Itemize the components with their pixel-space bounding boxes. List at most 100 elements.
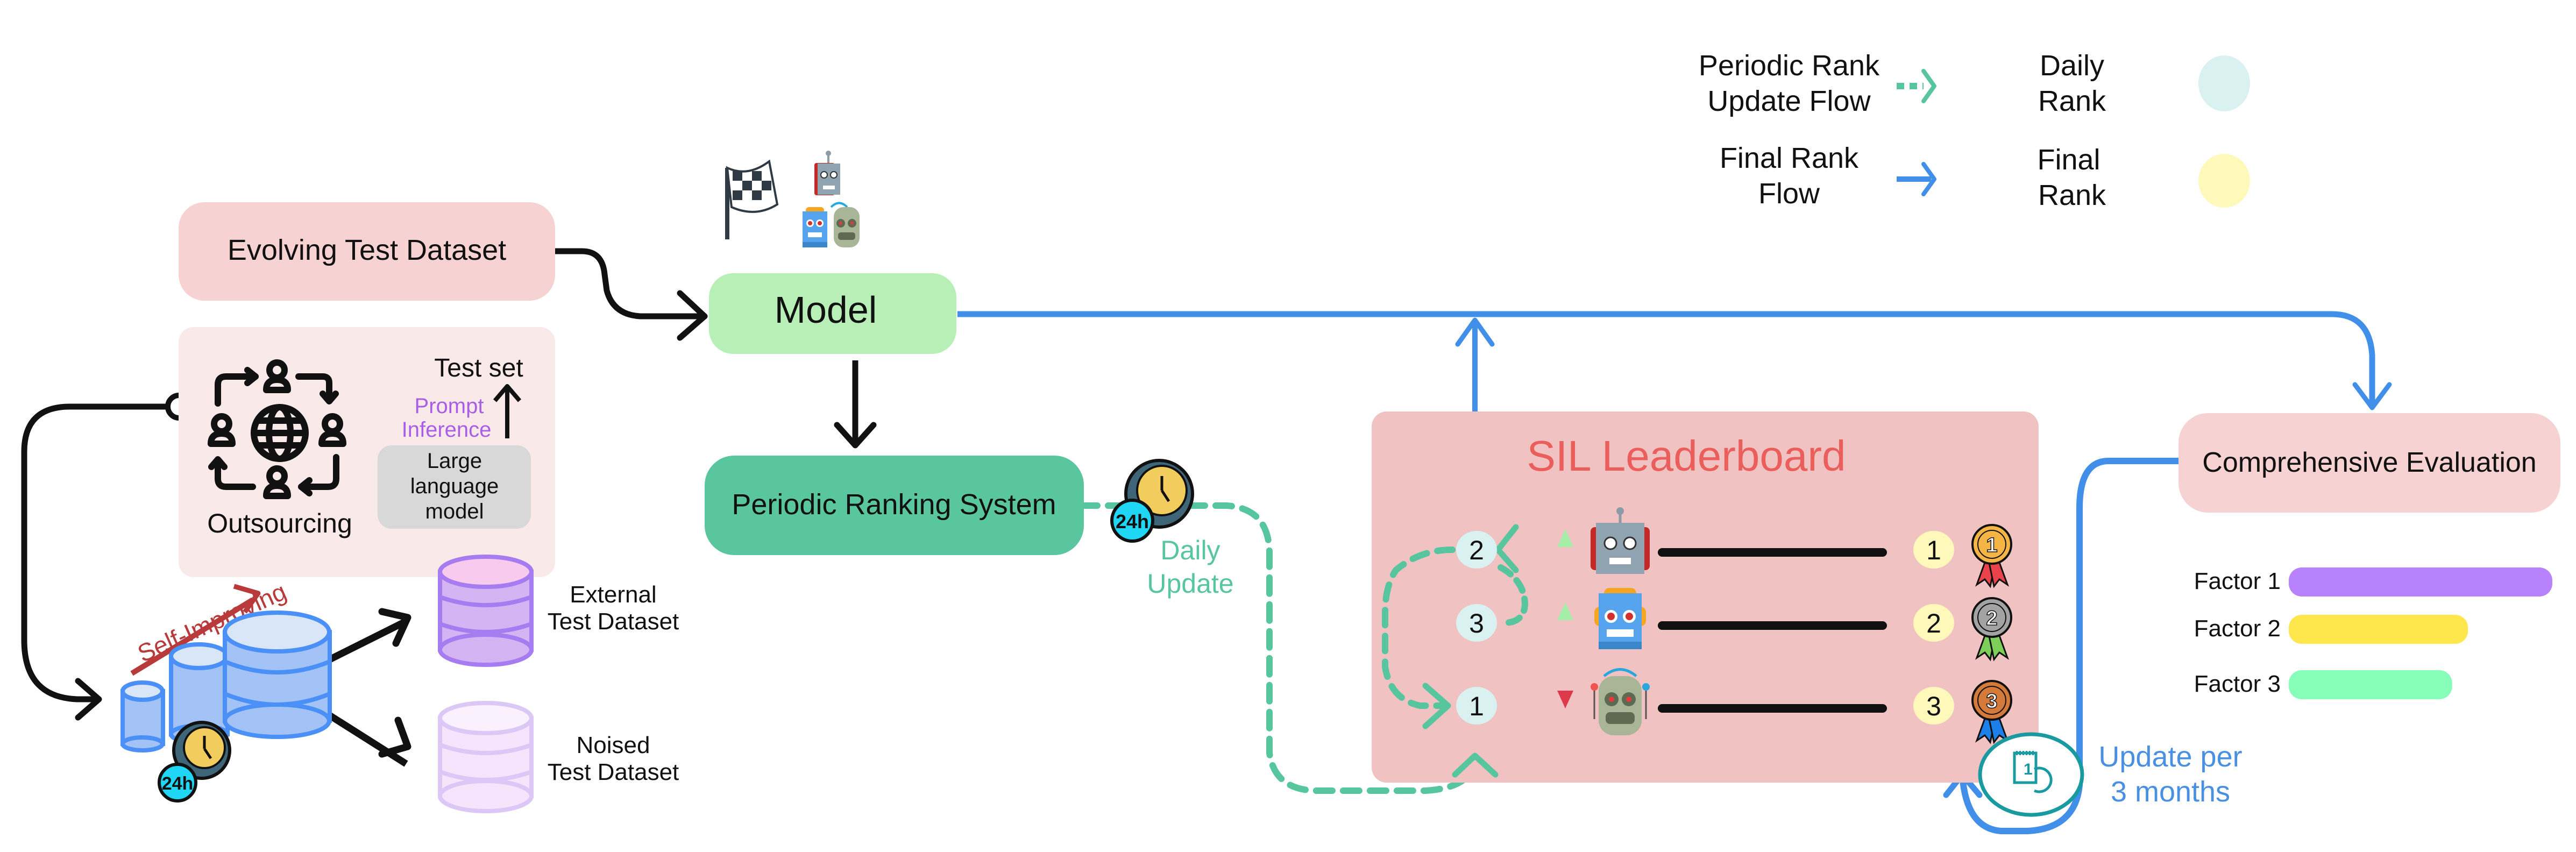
legend-final-flow-arrow — [1897, 162, 1936, 196]
medal-icon: 2 — [1971, 597, 2012, 662]
evolving-test-dataset-label: Evolving Test Dataset — [228, 234, 506, 266]
db-to-external-arrowhead — [378, 608, 411, 647]
model-to-ranking-arrowhead — [834, 422, 877, 449]
model-to-evaluation-arrowhead — [2352, 382, 2392, 410]
outsourcing-to-db-arrowhead — [75, 678, 102, 721]
clock-badge-label-2: 24h — [1116, 510, 1149, 532]
model-emoji-group — [725, 151, 860, 247]
external-dataset-label-2: Test Dataset — [548, 608, 679, 635]
factor-label: Factor 3 — [2194, 671, 2281, 697]
legend-final-rank-swatch — [2198, 154, 2250, 208]
medal-icon: 1 — [1971, 524, 2012, 588]
daily-rank-value: 3 — [1469, 608, 1484, 638]
grey-robot-icon — [814, 151, 840, 195]
self-improving-arrow — [130, 597, 254, 676]
daily-rank-value: 1 — [1469, 691, 1484, 721]
factor-bar — [2289, 567, 2552, 597]
blue-robot-icon — [803, 207, 827, 247]
medal-icon: 3 — [1971, 680, 2012, 744]
leaderboard-title: SIL Leaderboard — [1527, 432, 1846, 480]
leaderboard-to-main-arrowhead — [1455, 317, 1495, 347]
evolving-test-dataset-box[interactable]: Evolving Test Dataset — [179, 202, 555, 301]
comprehensive-evaluation-label: Comprehensive Evaluation — [2202, 447, 2536, 478]
leaderboard-row[interactable]: 3 2 2 — [1456, 588, 2012, 662]
final-rank-value: 2 — [1926, 608, 1941, 638]
periodic-ranking-system-label: Periodic Ranking System — [732, 488, 1056, 521]
calendar-refresh-icon: 1 — [1978, 732, 2084, 817]
final-rank-badge: 3 — [1913, 687, 1954, 725]
noised-dataset-label: Noised — [577, 732, 650, 758]
rank-down-icon — [1557, 691, 1573, 708]
legend-final-rank-label: Final — [2037, 144, 2100, 176]
noised-dataset-label-2: Test Dataset — [548, 759, 679, 785]
daily-swap-arrowhead-2 — [1495, 524, 1519, 573]
final-rank-badge: 1 — [1913, 531, 1954, 569]
factor-row: Factor 3 — [2194, 670, 2452, 699]
legend-daily-rank-swatch — [2198, 55, 2250, 111]
db-to-noised-arrowhead — [378, 716, 411, 758]
checkered-flag-icon — [725, 159, 779, 239]
daily-swap-path-1 — [1382, 546, 1456, 709]
rank-up-icon — [1557, 529, 1573, 547]
factor-row: Factor 1 — [2194, 567, 2552, 597]
inference-label: Inference — [402, 418, 492, 442]
daily-swap-arrowhead-1 — [1422, 683, 1451, 729]
legend-periodic-flow-label-2: Update Flow — [1707, 85, 1871, 117]
prompt-label: Prompt — [415, 394, 484, 418]
legend-final-rank-label-2: Rank — [2038, 179, 2106, 211]
factor-bar — [2289, 670, 2452, 699]
factor-row: Factor 2 — [2194, 615, 2468, 644]
factor-label: Factor 1 — [2194, 568, 2281, 594]
self-improving-arrowhead — [233, 584, 261, 614]
daily-clock-icon-2: 24h — [1110, 459, 1194, 543]
outsourcing-to-db-connector — [21, 403, 178, 702]
daily-update-label-2: Update — [1147, 569, 1233, 599]
evaluation-to-leaderboard-connector — [1959, 458, 2178, 834]
green-robot-icon — [1591, 668, 1650, 735]
final-rank-value: 3 — [1926, 691, 1941, 721]
green-robot-icon — [830, 202, 860, 247]
daily-rank-badge: 2 — [1456, 531, 1497, 569]
grey-robot-icon — [1591, 507, 1650, 574]
medal-number: 1 — [1986, 534, 1997, 557]
periodic-ranking-system-box[interactable]: Periodic Ranking System — [705, 456, 1084, 555]
outsourcing-crowd-icon — [208, 359, 346, 499]
legend: Periodic Rank Update Flow Daily Rank Fin… — [1699, 49, 2250, 211]
update-cycle-label: Update per — [2098, 741, 2242, 773]
final-rank-badge: 2 — [1913, 604, 1954, 642]
factor-label: Factor 2 — [2194, 615, 2281, 642]
llm-to-testset-arrowhead — [493, 384, 522, 402]
outsourcing-box: Outsourcing Test set Prompt Inference La… — [179, 327, 555, 577]
daily-update-label: Daily — [1160, 535, 1220, 565]
llm-label-2: language — [410, 474, 499, 498]
clock-badge-label: 24h — [162, 773, 194, 794]
legend-daily-rank-label-2: Rank — [2038, 85, 2106, 117]
legend-final-flow-label-2: Flow — [1758, 178, 1820, 210]
svg-text:1: 1 — [2024, 761, 2033, 778]
legend-daily-rank-label: Daily — [2040, 49, 2104, 82]
legend-final-flow-label: Final Rank — [1720, 142, 1859, 174]
leaderboard-row[interactable]: 2 1 1 — [1456, 507, 2012, 588]
final-rank-value: 1 — [1926, 535, 1941, 565]
evolving-to-model-arrowhead — [677, 290, 708, 341]
external-dataset-icon — [438, 555, 534, 667]
legend-periodic-flow-label: Periodic Rank — [1699, 49, 1880, 82]
daily-rank-badge: 3 — [1456, 604, 1497, 642]
outsourcing-label: Outsourcing — [207, 508, 352, 538]
daily-rank-value: 2 — [1469, 535, 1484, 565]
test-set-label: Test set — [434, 354, 523, 382]
llm-label-1: Large — [427, 449, 482, 473]
noised-dataset-icon — [438, 701, 534, 813]
daily-rank-badge: 1 — [1456, 687, 1497, 725]
evolving-to-model-connector — [552, 248, 708, 320]
db-to-noised-connector — [323, 709, 408, 767]
comprehensive-evaluation-box[interactable]: Comprehensive Evaluation — [2178, 413, 2560, 513]
daily-swap-path-2 — [1498, 564, 1529, 627]
db-to-external-connector — [324, 618, 408, 665]
daily-update-arrowhead — [1452, 752, 1499, 778]
external-dataset-label: External — [570, 581, 656, 608]
model-box[interactable]: Model — [709, 273, 956, 354]
medal-number: 2 — [1986, 607, 1997, 630]
